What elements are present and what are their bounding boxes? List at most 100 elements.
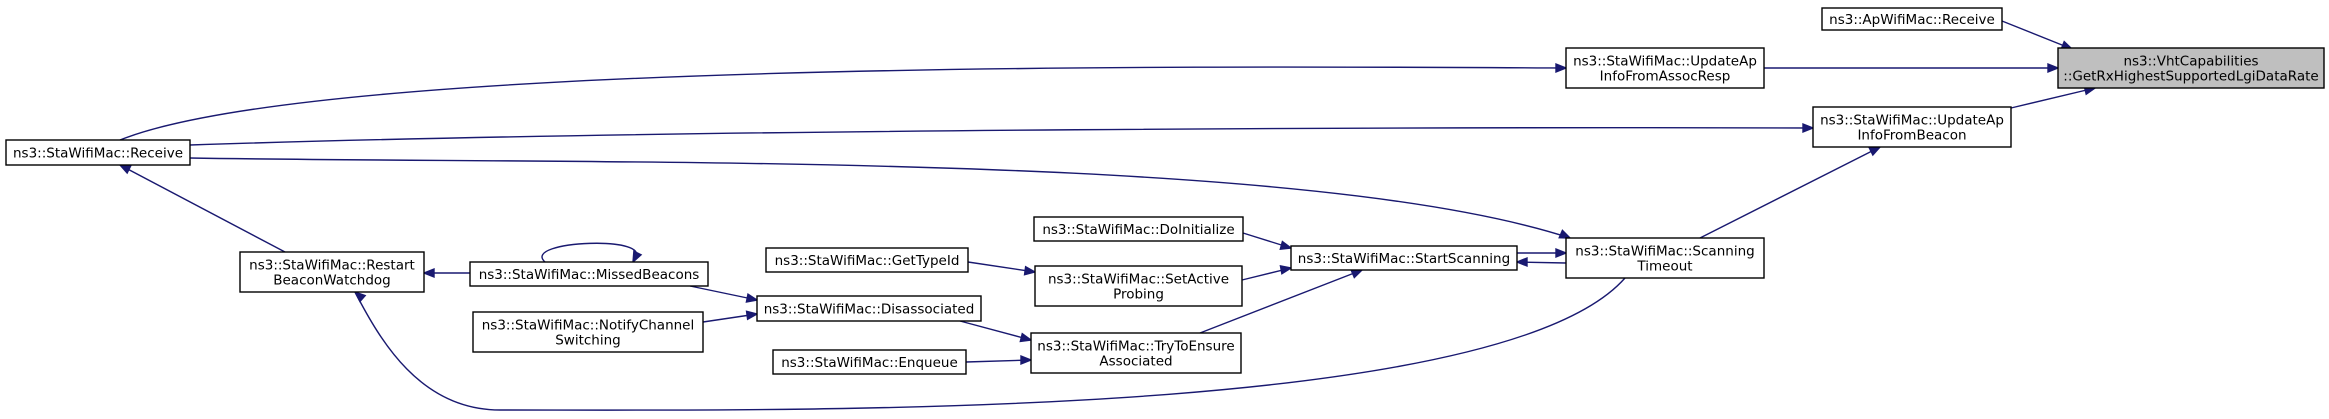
edge-arrowhead (1020, 354, 1033, 366)
node-update-assoc[interactable]: ns3::StaWifiMac::UpdateApInfoFromAssocRe… (1565, 47, 1765, 89)
node-enqueue[interactable]: ns3::StaWifiMac::Enqueue (772, 349, 967, 375)
edge-line (354, 277, 1626, 411)
edge-do-initialize-to-start-scanning (1242, 232, 1293, 251)
edge-scanning-timeout-to-restart-beacon (353, 277, 1626, 411)
edge-arrowhead (1023, 265, 1037, 276)
node-missed-beacons[interactable]: ns3::StaWifiMac::MissedBeacons (469, 261, 709, 287)
edge-arrowhead (1868, 146, 1882, 157)
edge-line (1699, 146, 1881, 239)
node-ap-receive[interactable]: ns3::ApWifiMac::Receive (1821, 7, 2003, 31)
edge-arrowhead (745, 310, 759, 321)
node-label: Probing (1113, 287, 1164, 303)
edge-start-scanning-to-scanning-timeout (1517, 247, 1568, 259)
edge-line (2001, 20, 2073, 50)
node-label: ns3::StaWifiMac::Scanning (1575, 244, 1754, 260)
edge-arrowhead (1555, 62, 1568, 74)
edge-sta-receive-to-scanning-timeout (189, 157, 1572, 239)
node-box (1290, 245, 1518, 271)
node-box (756, 295, 982, 322)
node-box (1034, 265, 1243, 307)
edge-line (689, 285, 758, 301)
edge-scanning-timeout-to-update-beacon (1699, 146, 1882, 239)
edge-line (967, 261, 1036, 273)
node-label: ns3::StaWifiMac::MissedBeacons (479, 267, 700, 283)
node-vht[interactable]: ns3::VhtCapabilities::GetRxHighestSuppor… (2057, 47, 2325, 89)
node-label: InfoFromAssocResp (1600, 69, 1731, 85)
node-start-scanning[interactable]: ns3::StaWifiMac::StartScanning (1290, 245, 1518, 271)
edge-line (119, 66, 1567, 141)
edge-missed-beacons-to-disassociated (689, 285, 759, 303)
edge-line (2010, 87, 2096, 109)
edge-enqueue-to-try-to-ensure (965, 354, 1033, 366)
edge-line (959, 320, 1032, 341)
node-label: ns3::StaWifiMac::Disassociated (764, 302, 975, 318)
edge-arrowhead (2047, 62, 2060, 74)
node-label: ns3::StaWifiMac::Enqueue (781, 355, 958, 371)
node-label: ns3::StaWifiMac::DoInitialize (1042, 222, 1234, 238)
edge-line (541, 242, 637, 263)
edge-arrowhead (1555, 247, 1568, 259)
node-box (772, 349, 967, 375)
edge-arrowhead (1279, 240, 1293, 251)
node-box (1812, 106, 2012, 148)
node-label: ns3::StaWifiMac::Restart (249, 258, 415, 274)
node-label: ns3::StaWifiMac::NotifyChannel (482, 318, 695, 334)
edge-line (1199, 269, 1363, 334)
edge-arrowhead (353, 290, 367, 303)
node-disassociated[interactable]: ns3::StaWifiMac::Disassociated (756, 295, 982, 322)
edge-arrowhead (745, 292, 759, 303)
edge-sta-receive-to-update-beacon (189, 122, 1815, 146)
node-get-type-id[interactable]: ns3::StaWifiMac::GetTypeId (765, 247, 969, 273)
node-label: ns3::StaWifiMac::Receive (13, 146, 183, 162)
edge-disassociated-to-try-to-ensure (959, 320, 1033, 343)
edges-layer (118, 20, 2097, 411)
node-label: Timeout (1636, 259, 1692, 275)
node-box (2057, 47, 2325, 89)
node-box (765, 247, 969, 273)
node-label: Switching (555, 333, 621, 349)
node-box (1565, 47, 1765, 89)
node-label: BeaconWatchdog (273, 273, 391, 289)
edge-set-active-probing-to-start-scanning (1241, 264, 1293, 281)
edge-arrowhead (1515, 256, 1528, 268)
node-box (239, 251, 425, 293)
node-label: ns3::ApWifiMac::Receive (1829, 12, 1995, 28)
edge-line (189, 127, 1814, 146)
node-do-initialize[interactable]: ns3::StaWifiMac::DoInitialize (1033, 216, 1244, 242)
edge-update-beacon-to-vht (2010, 85, 2097, 109)
edge-arrowhead (1279, 264, 1293, 275)
edge-arrowhead (1019, 332, 1033, 343)
node-label: ns3::StaWifiMac::TryToEnsure (1037, 339, 1234, 355)
node-label: ns3::StaWifiMac::StartScanning (1298, 251, 1510, 267)
node-label: ns3::VhtCapabilities (2123, 54, 2258, 70)
edge-scanning-timeout-to-start-scanning (1515, 256, 1567, 268)
edge-ap-receive-to-vht (2001, 20, 2074, 50)
nodes-layer: ns3::VhtCapabilities::GetRxHighestSuppor… (5, 7, 2325, 375)
edge-line (189, 157, 1571, 239)
edge-line (965, 359, 1032, 363)
edge-sta-receive-to-update-assoc (119, 62, 1568, 141)
node-label: ns3::StaWifiMac::SetActive (1048, 272, 1229, 288)
node-box (1821, 7, 2003, 31)
node-box (5, 139, 191, 166)
node-label: ns3::StaWifiMac::UpdateAp (1820, 113, 2004, 129)
edge-missed-beacons-to-restart-beacon (422, 267, 470, 279)
node-box (1033, 216, 1244, 242)
edge-restart-beacon-to-sta-receive (118, 164, 286, 253)
node-label: ns3::StaWifiMac::UpdateAp (1573, 54, 1757, 70)
node-sta-receive[interactable]: ns3::StaWifiMac::Receive (5, 139, 191, 166)
node-box (469, 261, 709, 287)
node-label: InfoFromBeacon (1857, 128, 1966, 144)
node-label: ns3::StaWifiMac::GetTypeId (775, 253, 960, 269)
node-label: ::GetRxHighestSupportedLgiDataRate (2063, 69, 2318, 85)
edge-arrowhead (1350, 269, 1364, 279)
node-box (1030, 332, 1242, 374)
edge-notify-channel-to-disassociated (702, 310, 759, 323)
